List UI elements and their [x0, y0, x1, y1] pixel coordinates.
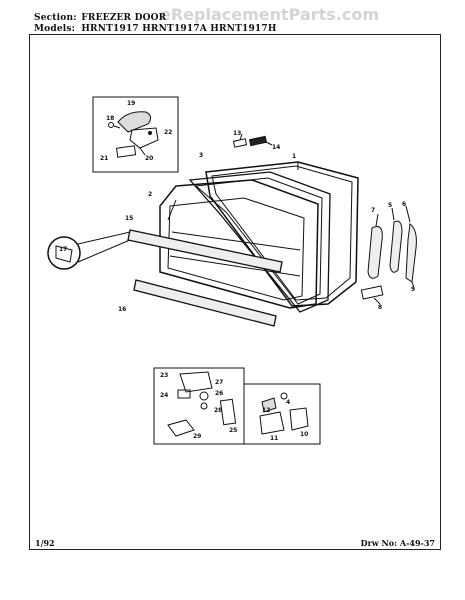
- label-part: [232, 138, 248, 148]
- shelf-bar-upper: [127, 229, 283, 273]
- callout-5: 5: [388, 202, 392, 209]
- section-value: FREEZER DOOR: [81, 13, 167, 23]
- watermark: eReplacementParts.com: [160, 5, 380, 24]
- hinge-pin-part: [179, 371, 213, 393]
- callout-16: 16: [118, 306, 126, 313]
- callout-9: 9: [411, 286, 415, 293]
- callout-15: 15: [125, 215, 133, 222]
- callout-14: 14: [272, 144, 280, 151]
- washer-part: [199, 391, 209, 401]
- door-liner: [188, 171, 331, 313]
- callout-11: 11: [270, 435, 278, 442]
- callout-21: 21: [100, 155, 108, 162]
- models-line: Models: HRNT1917 HRNT1917A HRNT1917H: [34, 24, 277, 34]
- section-label: Section:: [34, 13, 77, 23]
- callout-8: 8: [378, 304, 382, 311]
- label-part: [248, 135, 268, 147]
- hinge-part: [259, 411, 285, 435]
- callout-27: 27: [215, 379, 223, 386]
- callout-20: 20: [145, 155, 153, 162]
- door-hinge-parts: [360, 205, 417, 305]
- callout-24: 24: [160, 392, 168, 399]
- detail-magnifier: [47, 231, 131, 270]
- shim-part: [167, 419, 195, 437]
- label-parts: [232, 133, 273, 148]
- spacer-part: [177, 389, 191, 399]
- door-outer-panel: [205, 161, 359, 307]
- hinge-bracket-part: [129, 127, 159, 149]
- inner-door-shelf-frame: [159, 179, 319, 309]
- shelf-bar-lower: [133, 279, 277, 327]
- hinge-part: [289, 407, 309, 431]
- callout-10: 10: [300, 431, 308, 438]
- handle-insert-part: [405, 223, 417, 283]
- hinge-cover-inset: [92, 96, 179, 173]
- drawing-date: 1/92: [35, 538, 55, 548]
- washer-part: [200, 402, 208, 410]
- callout-13: 13: [233, 130, 241, 137]
- hinge-cover-part: [117, 111, 152, 133]
- callout-18: 18: [106, 115, 114, 122]
- callout-7: 7: [371, 207, 375, 214]
- bushing-part: [261, 397, 277, 413]
- callout-26: 26: [215, 390, 223, 397]
- callout-6: 6: [402, 201, 406, 208]
- diagram-frame: [29, 34, 441, 550]
- callout-28: 28: [214, 407, 222, 414]
- section-line: Section: FREEZER DOOR: [34, 13, 166, 23]
- hinge-plate-part: [115, 145, 137, 158]
- handle-part: [367, 226, 383, 279]
- callout-29: 29: [193, 433, 201, 440]
- bracket-part: [219, 398, 237, 426]
- models-label: Models:: [34, 24, 76, 34]
- hinge-part: [360, 285, 384, 300]
- drawing-number: Drw No: A-49-37: [360, 538, 435, 548]
- callout-25: 25: [229, 427, 237, 434]
- callout-19: 19: [127, 100, 135, 107]
- callout-23: 23: [160, 372, 168, 379]
- callout-4: 4: [286, 399, 290, 406]
- callout-17: 17: [59, 246, 67, 253]
- screw-part: [108, 122, 114, 128]
- callout-2: 2: [148, 191, 152, 198]
- callout-1: 1: [292, 153, 296, 160]
- callout-3: 3: [199, 152, 203, 159]
- callout-12: 12: [262, 407, 270, 414]
- screw-part: [280, 392, 288, 400]
- models-value: HRNT1917 HRNT1917A HRNT1917H: [81, 24, 277, 34]
- lower-hinge-inset: [243, 383, 321, 445]
- callout-22: 22: [164, 129, 172, 136]
- handle-trim-part: [389, 220, 403, 273]
